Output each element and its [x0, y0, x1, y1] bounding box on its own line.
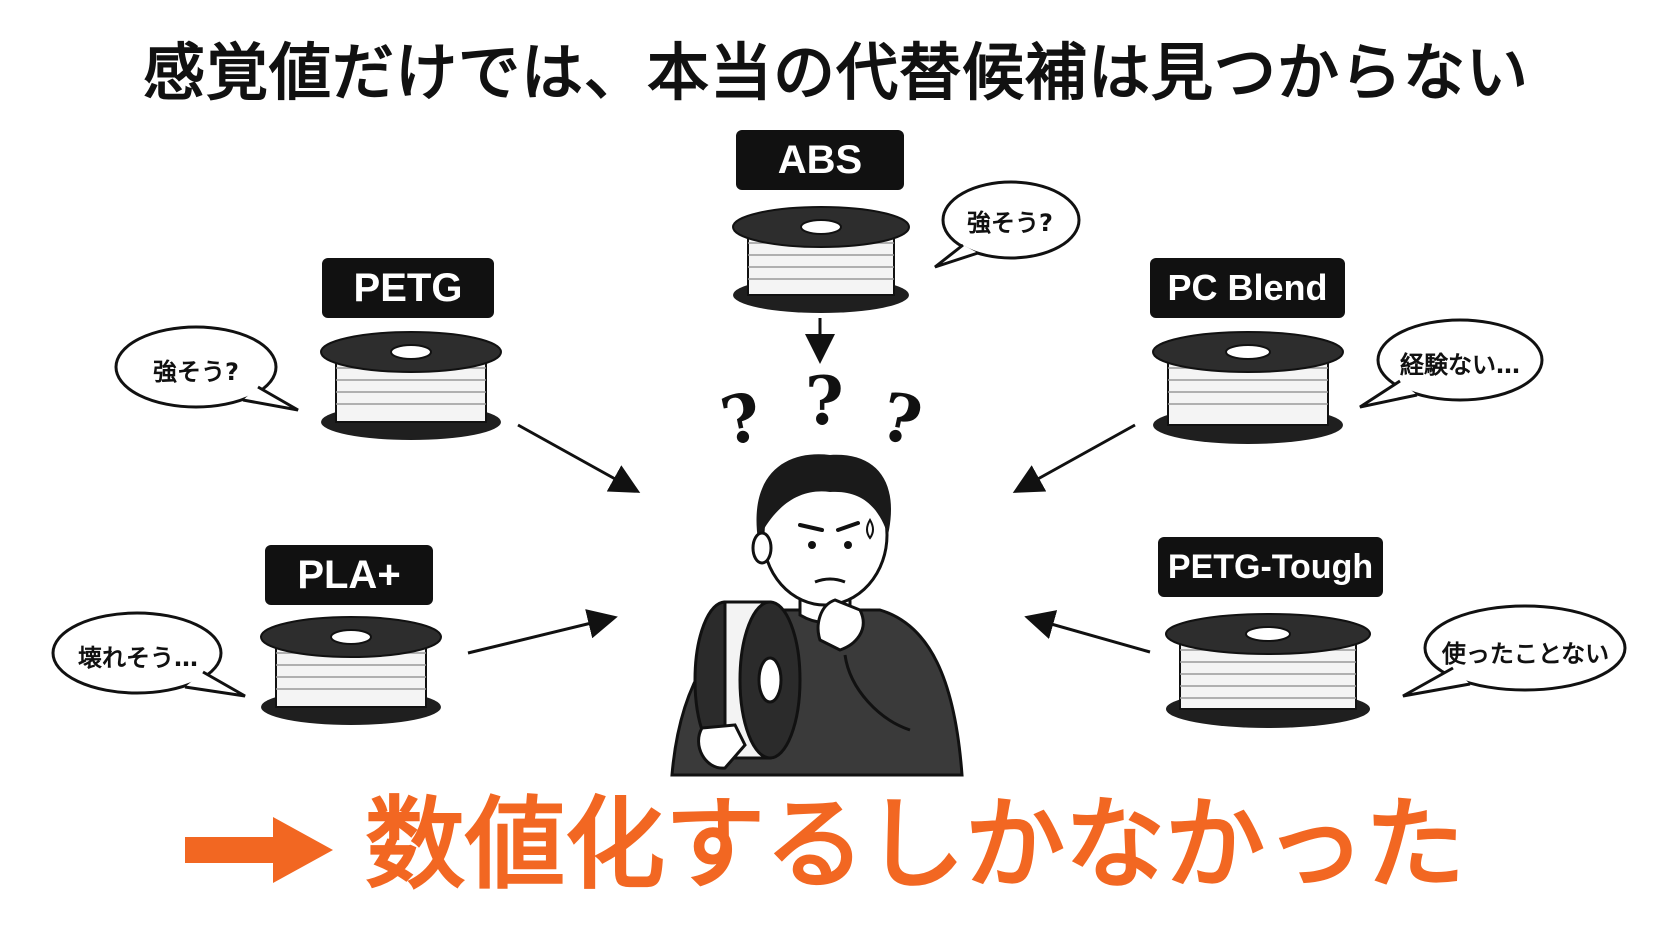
- conclusion-arrow-icon: [185, 817, 333, 883]
- thought-text-pc-blend: 経験ない…: [1400, 351, 1520, 379]
- thought-bubble-petg-tough: [1402, 604, 1627, 698]
- thought-bubble-pla-plus: [51, 611, 246, 698]
- spool-abs: [732, 206, 910, 313]
- material-label-pc-blend: PC Blend: [1150, 258, 1345, 318]
- thought-bubble-abs: [934, 180, 1081, 269]
- arrow-petg-tough: [1024, 610, 1151, 654]
- conclusion-text: 数値化するしかなかった: [365, 786, 1465, 903]
- page-title: 感覚値だけでは、本当の代替候補は見つからない: [142, 36, 1529, 109]
- material-label-pla-plus: PLA+: [265, 545, 433, 605]
- thought-bubble-pc-blend: [1359, 318, 1544, 409]
- conclusion-banner: 数値化するしかなかった: [0, 780, 1672, 920]
- spool-petg: [320, 331, 502, 440]
- thought-bubble-petg: [114, 325, 299, 412]
- person-illustration: [670, 454, 964, 777]
- arrow-pc-blend: [1012, 423, 1136, 493]
- question-mark-middle: ?: [805, 362, 844, 440]
- thought-text-petg-tough: 使ったことない: [1441, 640, 1610, 668]
- arrow-pla-plus: [467, 609, 618, 655]
- thought-text-pla-plus: 壊れそう…: [78, 644, 198, 672]
- spool-pc-blend: [1152, 331, 1344, 444]
- spool-pla-plus: [260, 616, 442, 725]
- spool-petg-tough: [1165, 613, 1371, 728]
- thought-text-abs: 強そう?: [967, 209, 1053, 237]
- material-label-petg: PETG: [322, 258, 494, 318]
- material-label-petg-tough: PETG-Tough: [1158, 537, 1383, 597]
- arrow-petg: [517, 423, 641, 493]
- thought-text-petg: 強そう?: [153, 358, 239, 386]
- material-label-abs: ABS: [736, 130, 904, 190]
